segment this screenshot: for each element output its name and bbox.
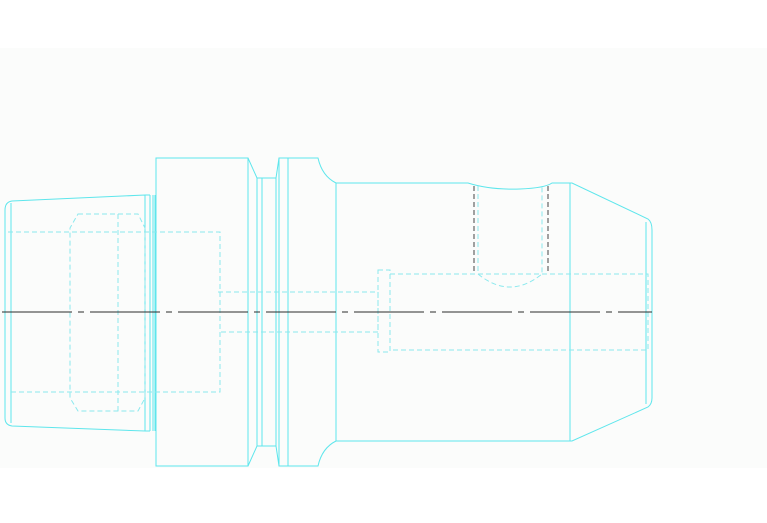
collet-step-rings [149,195,156,431]
cross-hole-hidden [477,186,543,288]
drawing-panel[interactable] [0,48,767,468]
bore-inner-hidden [69,213,146,412]
coolant-bore-hidden [377,269,391,353]
collet-nose-outline [4,194,146,432]
shank-outline [336,182,653,442]
